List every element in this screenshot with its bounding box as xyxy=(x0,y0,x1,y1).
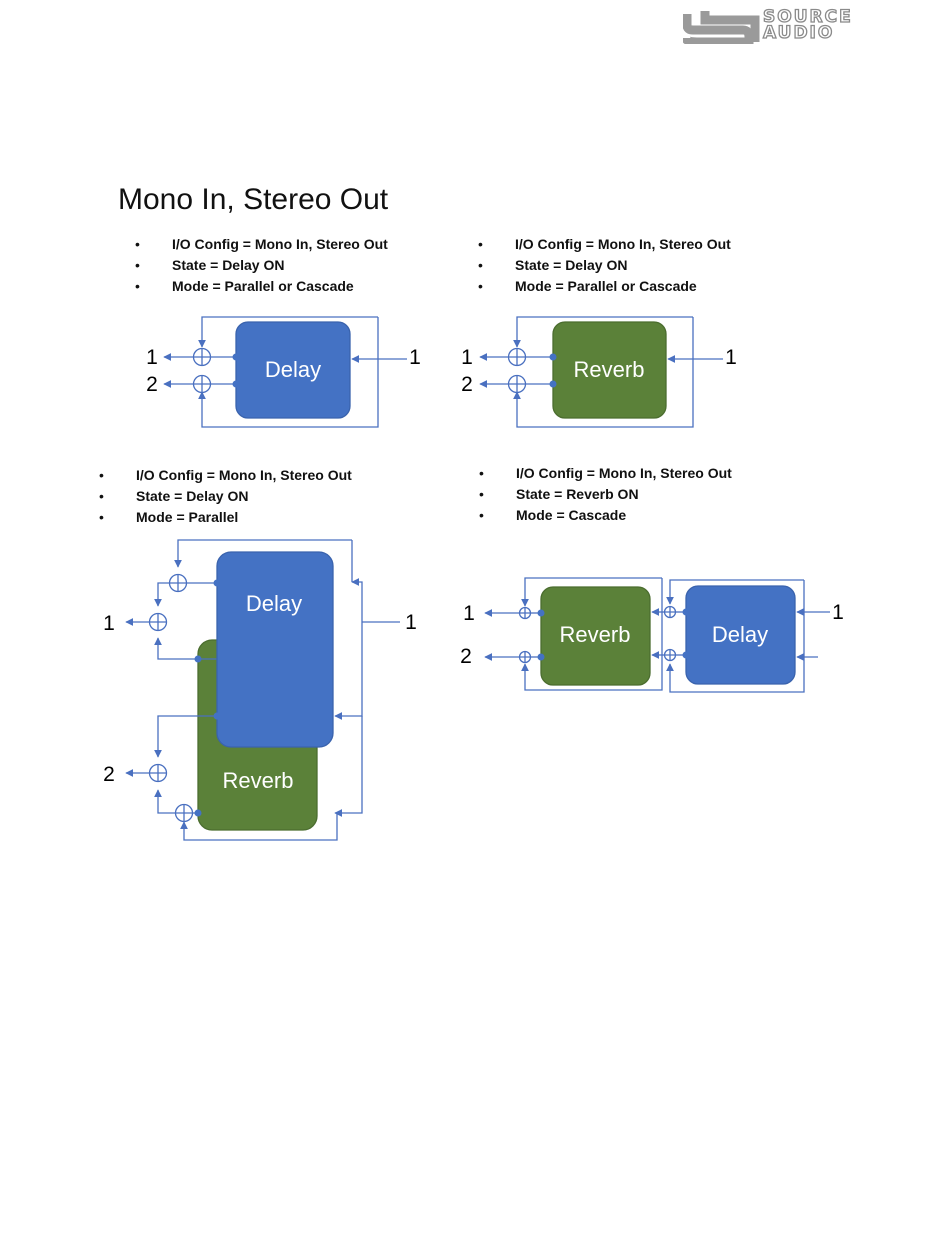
output-label-2: 2 xyxy=(103,763,115,786)
bullet-item: State = Delay ON xyxy=(135,255,388,276)
bullet-list-diagram-3: I/O Config = Mono In, Stereo Out State =… xyxy=(99,465,352,528)
bullet-item: Mode = Parallel xyxy=(99,507,352,528)
tap-dot xyxy=(213,712,221,720)
output-label-2: 2 xyxy=(461,373,473,396)
delay-block xyxy=(235,321,351,419)
logo-text-source: SOURCE xyxy=(762,7,853,27)
block-label-reverb: Reverb xyxy=(574,357,645,382)
bullet-item: Mode = Cascade xyxy=(479,505,732,526)
input-label: 1 xyxy=(832,601,844,624)
output-label-2: 2 xyxy=(146,373,158,396)
bullet-item: State = Delay ON xyxy=(99,486,352,507)
summing-junction xyxy=(148,612,168,632)
summing-junction xyxy=(518,606,532,620)
block-label-delay: Delay xyxy=(246,591,302,616)
input-label: 1 xyxy=(405,611,417,634)
output-label-1: 1 xyxy=(103,612,115,635)
output-label-1: 1 xyxy=(146,346,158,369)
summing-junction xyxy=(148,763,168,783)
delay-block xyxy=(216,551,334,748)
block-label-delay: Delay xyxy=(265,357,321,382)
summing-junction xyxy=(192,347,212,367)
summing-junction xyxy=(663,605,677,619)
logo-text-audio: AUDIO xyxy=(762,23,835,43)
summing-junction xyxy=(663,648,677,662)
block-label-reverb: Reverb xyxy=(223,768,294,793)
tap-dot xyxy=(537,609,545,617)
tap-dot xyxy=(194,809,202,817)
source-audio-logo: SOURCE AUDIO xyxy=(681,7,883,48)
summing-junction xyxy=(507,347,527,367)
bullet-item: State = Reverb ON xyxy=(479,484,732,505)
tap-dot xyxy=(549,353,557,361)
summing-junction xyxy=(507,374,527,394)
diagram-4 xyxy=(484,577,830,693)
bullet-item: I/O Config = Mono In, Stereo Out xyxy=(478,234,731,255)
summing-junction xyxy=(192,374,212,394)
bullet-list-diagram-1: I/O Config = Mono In, Stereo Out State =… xyxy=(135,234,388,297)
tap-dot xyxy=(537,653,545,661)
bullet-list-diagram-4: I/O Config = Mono In, Stereo Out State =… xyxy=(479,463,732,526)
bullet-item: I/O Config = Mono In, Stereo Out xyxy=(135,234,388,255)
delay-block xyxy=(685,585,796,685)
tap-dot xyxy=(682,608,690,616)
block-label-delay: Delay xyxy=(712,622,768,647)
tap-dot xyxy=(232,380,240,388)
diagram-2 xyxy=(479,316,723,428)
bullet-list-diagram-2: I/O Config = Mono In, Stereo Out State =… xyxy=(478,234,731,297)
tap-dot xyxy=(682,651,690,659)
tap-dot xyxy=(232,353,240,361)
tap-dot xyxy=(213,579,221,587)
diagram-3 xyxy=(125,539,400,841)
logo-mark-icon xyxy=(681,11,760,47)
input-label: 1 xyxy=(409,346,421,369)
bullet-item: Mode = Parallel or Cascade xyxy=(135,276,388,297)
diagram-1 xyxy=(163,316,407,428)
output-label-2: 2 xyxy=(460,645,472,668)
tap-dot xyxy=(194,655,202,663)
summing-junction xyxy=(518,650,532,664)
bullet-item: State = Delay ON xyxy=(478,255,731,276)
tap-dot xyxy=(549,380,557,388)
output-label-1: 1 xyxy=(463,602,475,625)
bullet-item: I/O Config = Mono In, Stereo Out xyxy=(99,465,352,486)
page-title: Mono In, Stereo Out xyxy=(118,183,389,216)
reverb-block xyxy=(552,321,667,419)
bullet-item: Mode = Parallel or Cascade xyxy=(478,276,731,297)
bullet-item: I/O Config = Mono In, Stereo Out xyxy=(479,463,732,484)
summing-junction xyxy=(168,573,188,593)
reverb-block xyxy=(540,586,651,686)
summing-junction xyxy=(174,803,194,823)
block-label-reverb: Reverb xyxy=(560,622,631,647)
input-label: 1 xyxy=(725,346,737,369)
output-label-1: 1 xyxy=(461,346,473,369)
